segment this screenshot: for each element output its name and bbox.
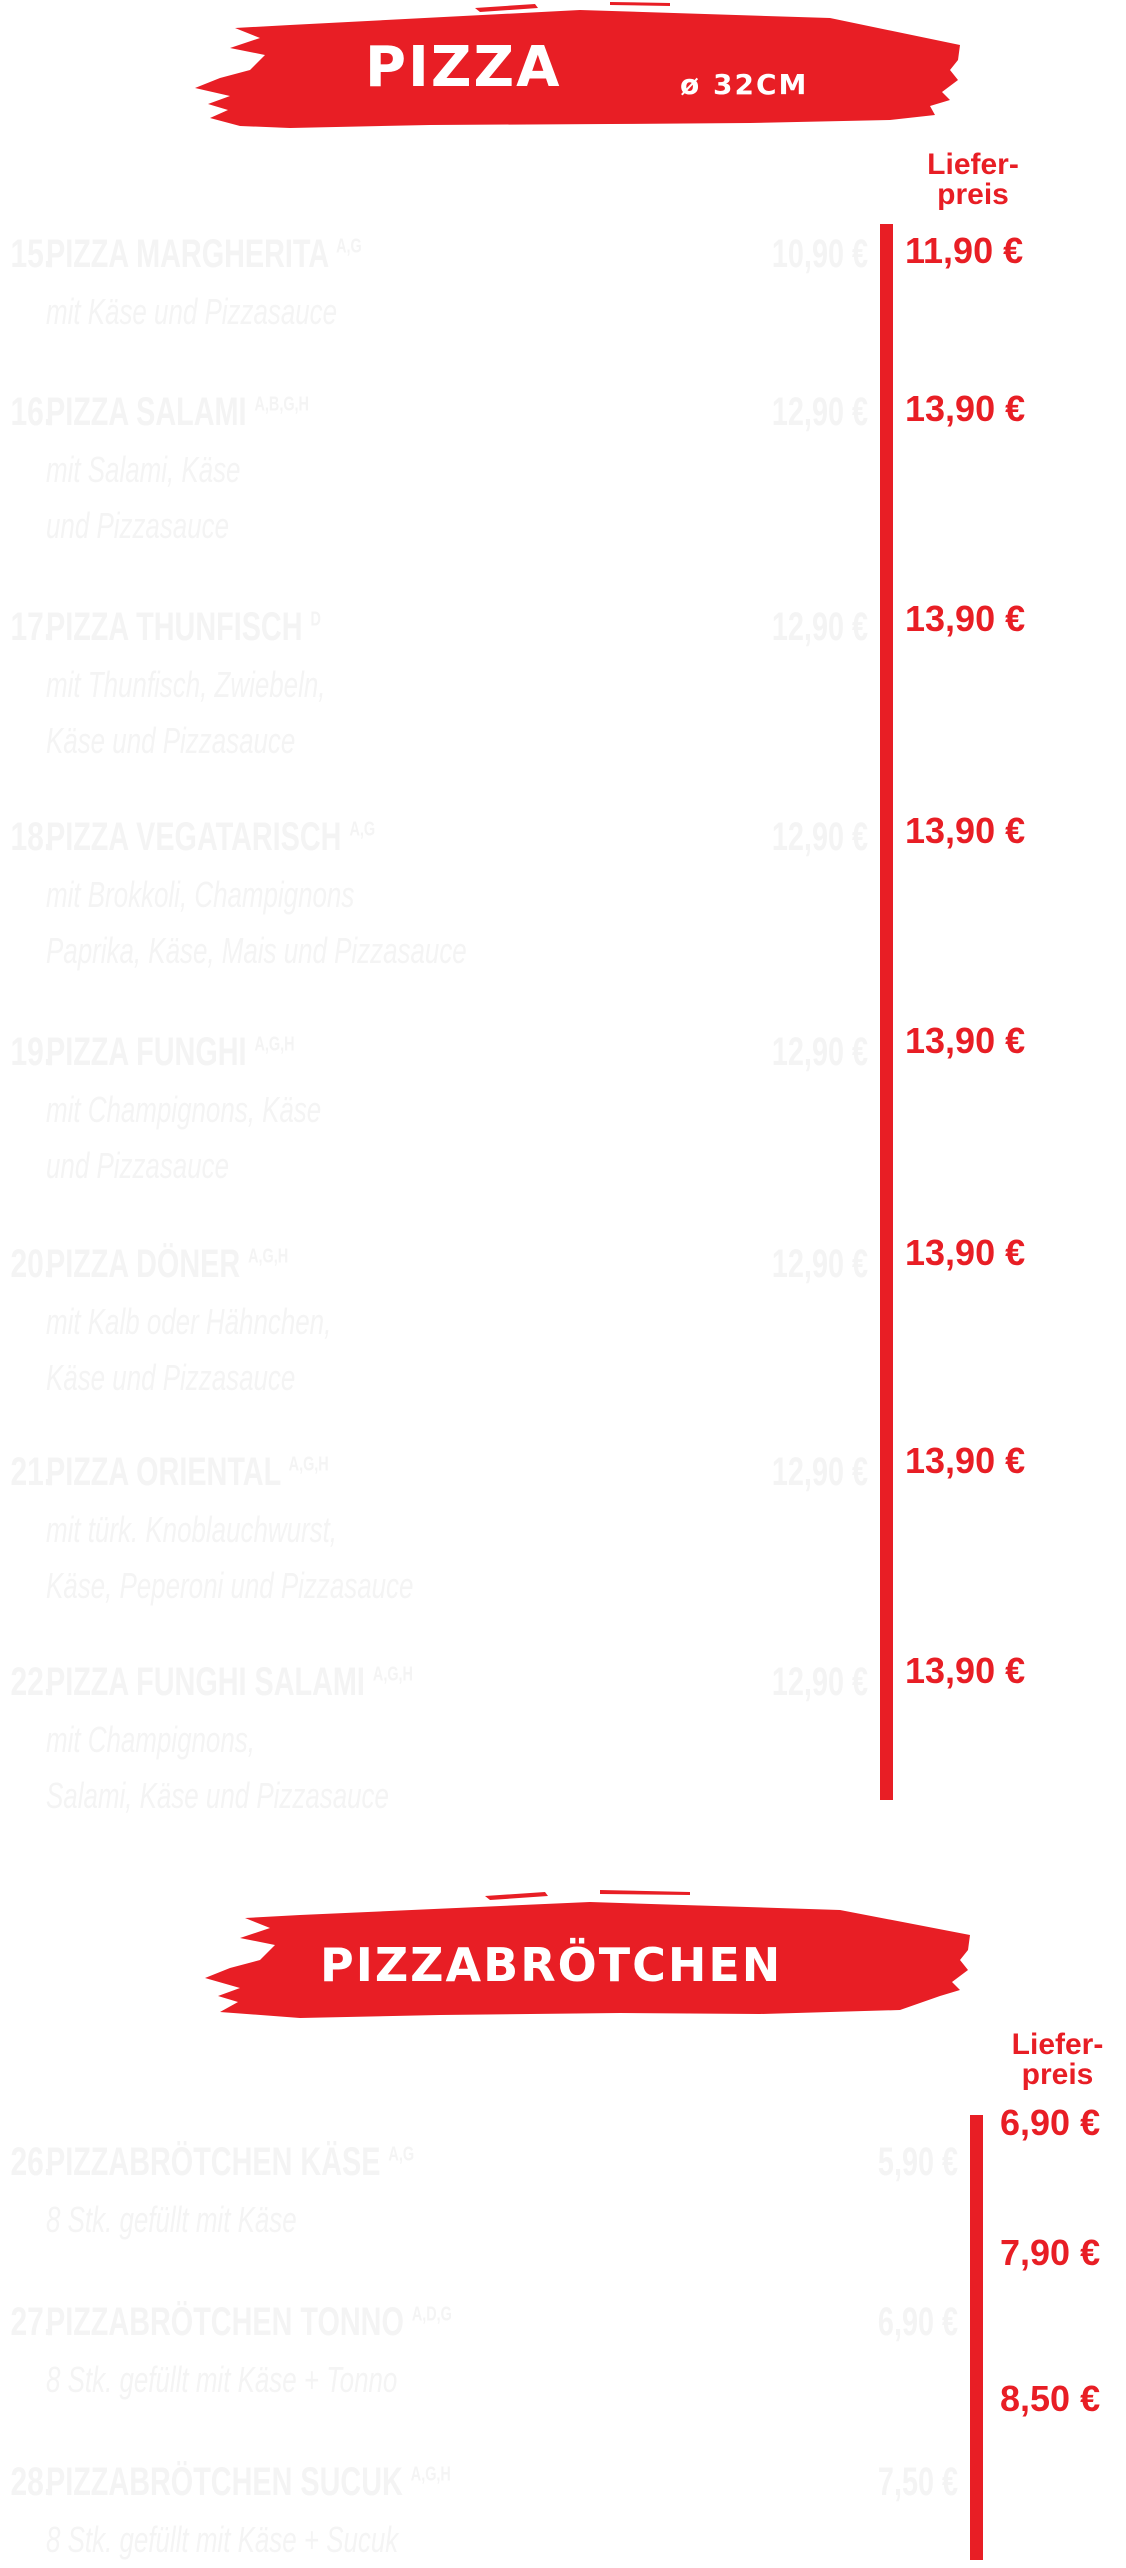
item-allergens: A,G,H bbox=[410, 2463, 451, 2486]
pizza-size: ø 32CM bbox=[680, 68, 809, 101]
delivery-price-label: Liefer- bbox=[927, 148, 1019, 181]
item-number: 18. bbox=[10, 815, 53, 859]
item-title: PIZZA DÖNER bbox=[46, 1242, 241, 1286]
item-description: mit Champignons, Salami, Käse und Pizzas… bbox=[46, 1719, 389, 1816]
item-allergens: D bbox=[310, 608, 321, 631]
item-description: mit Kalb oder Hähnchen, Käse und Pizzasa… bbox=[46, 1301, 332, 1398]
price-divider-bar bbox=[880, 224, 893, 1800]
item-allergens: A,G bbox=[388, 2143, 415, 2166]
item-title: PIZZA MARGHERITA bbox=[46, 232, 329, 276]
item-allergens: A,G bbox=[349, 818, 376, 841]
item-number: 21. bbox=[10, 1450, 53, 1494]
delivery-price: 13,90 € bbox=[905, 598, 1026, 639]
delivery-price: 7,90 € bbox=[1000, 2232, 1101, 2273]
item-number: 15. bbox=[10, 232, 53, 276]
item-description: 8 Stk. gefüllt mit Käse + Tonno bbox=[46, 2359, 398, 2400]
item-name: PIZZA SALAMI A,B,G,H bbox=[46, 390, 309, 435]
item-name: PIZZABRÖTCHEN KÄSE A,G bbox=[46, 2140, 414, 2185]
item-allergens: A,G,H bbox=[248, 1245, 289, 1268]
item-name: PIZZA VEGATARISCH A,G bbox=[46, 815, 375, 860]
item-allergens: A,G,H bbox=[254, 1033, 295, 1056]
item-allergens: A,B,G,H bbox=[254, 393, 309, 416]
brush-stroke-icon bbox=[205, 1890, 970, 2018]
item-number: 28. bbox=[10, 2460, 53, 2504]
item-description: 8 Stk. gefüllt mit Käse + Sucuk bbox=[46, 2519, 399, 2560]
item-title: PIZZA SALAMI bbox=[46, 390, 247, 434]
brush-stroke-icon bbox=[195, 2, 960, 128]
item-title: PIZZABRÖTCHEN SUCUK bbox=[46, 2460, 403, 2504]
item-title: PIZZABRÖTCHEN TONNO bbox=[46, 2300, 404, 2344]
delivery-price-label: preis bbox=[1021, 2058, 1094, 2091]
pickup-price: 10,90 € bbox=[771, 232, 868, 276]
pickup-price: 12,90 € bbox=[771, 390, 868, 434]
price-divider-bar bbox=[970, 2115, 983, 2560]
delivery-price-label: Liefer- bbox=[1011, 2028, 1104, 2061]
delivery-price: 13,90 € bbox=[905, 1020, 1026, 1061]
pickup-price: 12,90 € bbox=[771, 815, 868, 859]
pizza-banner: PIZZA ø 32CM bbox=[190, 0, 970, 140]
item-title: PIZZA THUNFISCH bbox=[46, 605, 303, 649]
item-title: PIZZA VEGATARISCH bbox=[46, 815, 342, 859]
delivery-price: 8,50 € bbox=[1000, 2378, 1101, 2419]
item-description: mit türk. Knoblauchwurst, Käse, Peperoni… bbox=[46, 1509, 414, 1606]
item-number: 27. bbox=[10, 2300, 53, 2344]
item-description: mit Käse und Pizzasauce bbox=[46, 291, 338, 332]
item-description: mit Champignons, Käse und Pizzasauce bbox=[46, 1089, 322, 1186]
delivery-price: 13,90 € bbox=[905, 1440, 1026, 1481]
rolls-banner: PIZZABRÖTCHEN bbox=[200, 1880, 980, 2030]
item-name: PIZZA FUNGHI A,G,H bbox=[46, 1030, 295, 1075]
item-title: PIZZA ORIENTAL bbox=[46, 1450, 281, 1494]
item-number: 22. bbox=[10, 1660, 53, 1704]
pickup-price: 12,90 € bbox=[771, 605, 868, 649]
item-name: PIZZA THUNFISCH D bbox=[46, 605, 321, 650]
pickup-price: 7,50 € bbox=[877, 2460, 958, 2504]
item-number: 26. bbox=[10, 2140, 53, 2184]
delivery-price: 11,90 € bbox=[905, 230, 1024, 271]
item-name: PIZZA ORIENTAL A,G,H bbox=[46, 1450, 329, 1495]
item-allergens: A,G,H bbox=[288, 1453, 329, 1476]
item-title: PIZZA FUNGHI SALAMI bbox=[46, 1660, 365, 1704]
delivery-price: 13,90 € bbox=[905, 1650, 1026, 1691]
delivery-price-header: Liefer- preis bbox=[918, 150, 1028, 210]
item-name: PIZZA FUNGHI SALAMI A,G,H bbox=[46, 1660, 413, 1705]
item-number: 19. bbox=[10, 1030, 53, 1074]
item-allergens: A,G,H bbox=[372, 1663, 413, 1686]
item-description: mit Salami, Käse und Pizzasauce bbox=[46, 449, 241, 546]
item-description: 8 Stk. gefüllt mit Käse bbox=[46, 2199, 297, 2240]
item-name: PIZZABRÖTCHEN TONNO A,D,G bbox=[46, 2300, 452, 2345]
item-name: PIZZA DÖNER A,G,H bbox=[46, 1242, 288, 1287]
pickup-price: 12,90 € bbox=[771, 1030, 868, 1074]
item-number: 17. bbox=[10, 605, 53, 649]
pickup-price: 12,90 € bbox=[771, 1660, 868, 1704]
rolls-section-title: PIZZABRÖTCHEN bbox=[320, 1938, 783, 1992]
item-title: PIZZABRÖTCHEN KÄSE bbox=[46, 2140, 381, 2184]
item-number: 16. bbox=[10, 390, 53, 434]
item-name: PIZZABRÖTCHEN SUCUK A,G,H bbox=[46, 2460, 451, 2505]
item-allergens: A,D,G bbox=[411, 2303, 452, 2326]
pickup-price: 6,90 € bbox=[877, 2300, 958, 2344]
delivery-price: 13,90 € bbox=[905, 388, 1026, 429]
delivery-price: 13,90 € bbox=[905, 1232, 1026, 1273]
delivery-price-header: Liefer- preis bbox=[1000, 2030, 1115, 2090]
pickup-price: 5,90 € bbox=[877, 2140, 958, 2184]
item-name: PIZZA MARGHERITA A,G bbox=[46, 232, 362, 277]
delivery-price: 6,90 € bbox=[1000, 2102, 1101, 2143]
delivery-price: 13,90 € bbox=[905, 810, 1026, 851]
item-title: PIZZA FUNGHI bbox=[46, 1030, 247, 1074]
delivery-price-label: preis bbox=[937, 178, 1009, 211]
pickup-price: 12,90 € bbox=[771, 1242, 868, 1286]
item-description: mit Thunfisch, Zwiebeln, Käse und Pizzas… bbox=[46, 664, 326, 761]
item-number: 20. bbox=[10, 1242, 53, 1286]
pizza-section-title: PIZZA bbox=[365, 35, 562, 100]
pickup-price: 12,90 € bbox=[771, 1450, 868, 1494]
item-description: mit Brokkoli, Champignons Paprika, Käse,… bbox=[46, 874, 467, 971]
item-allergens: A,G bbox=[336, 235, 362, 258]
